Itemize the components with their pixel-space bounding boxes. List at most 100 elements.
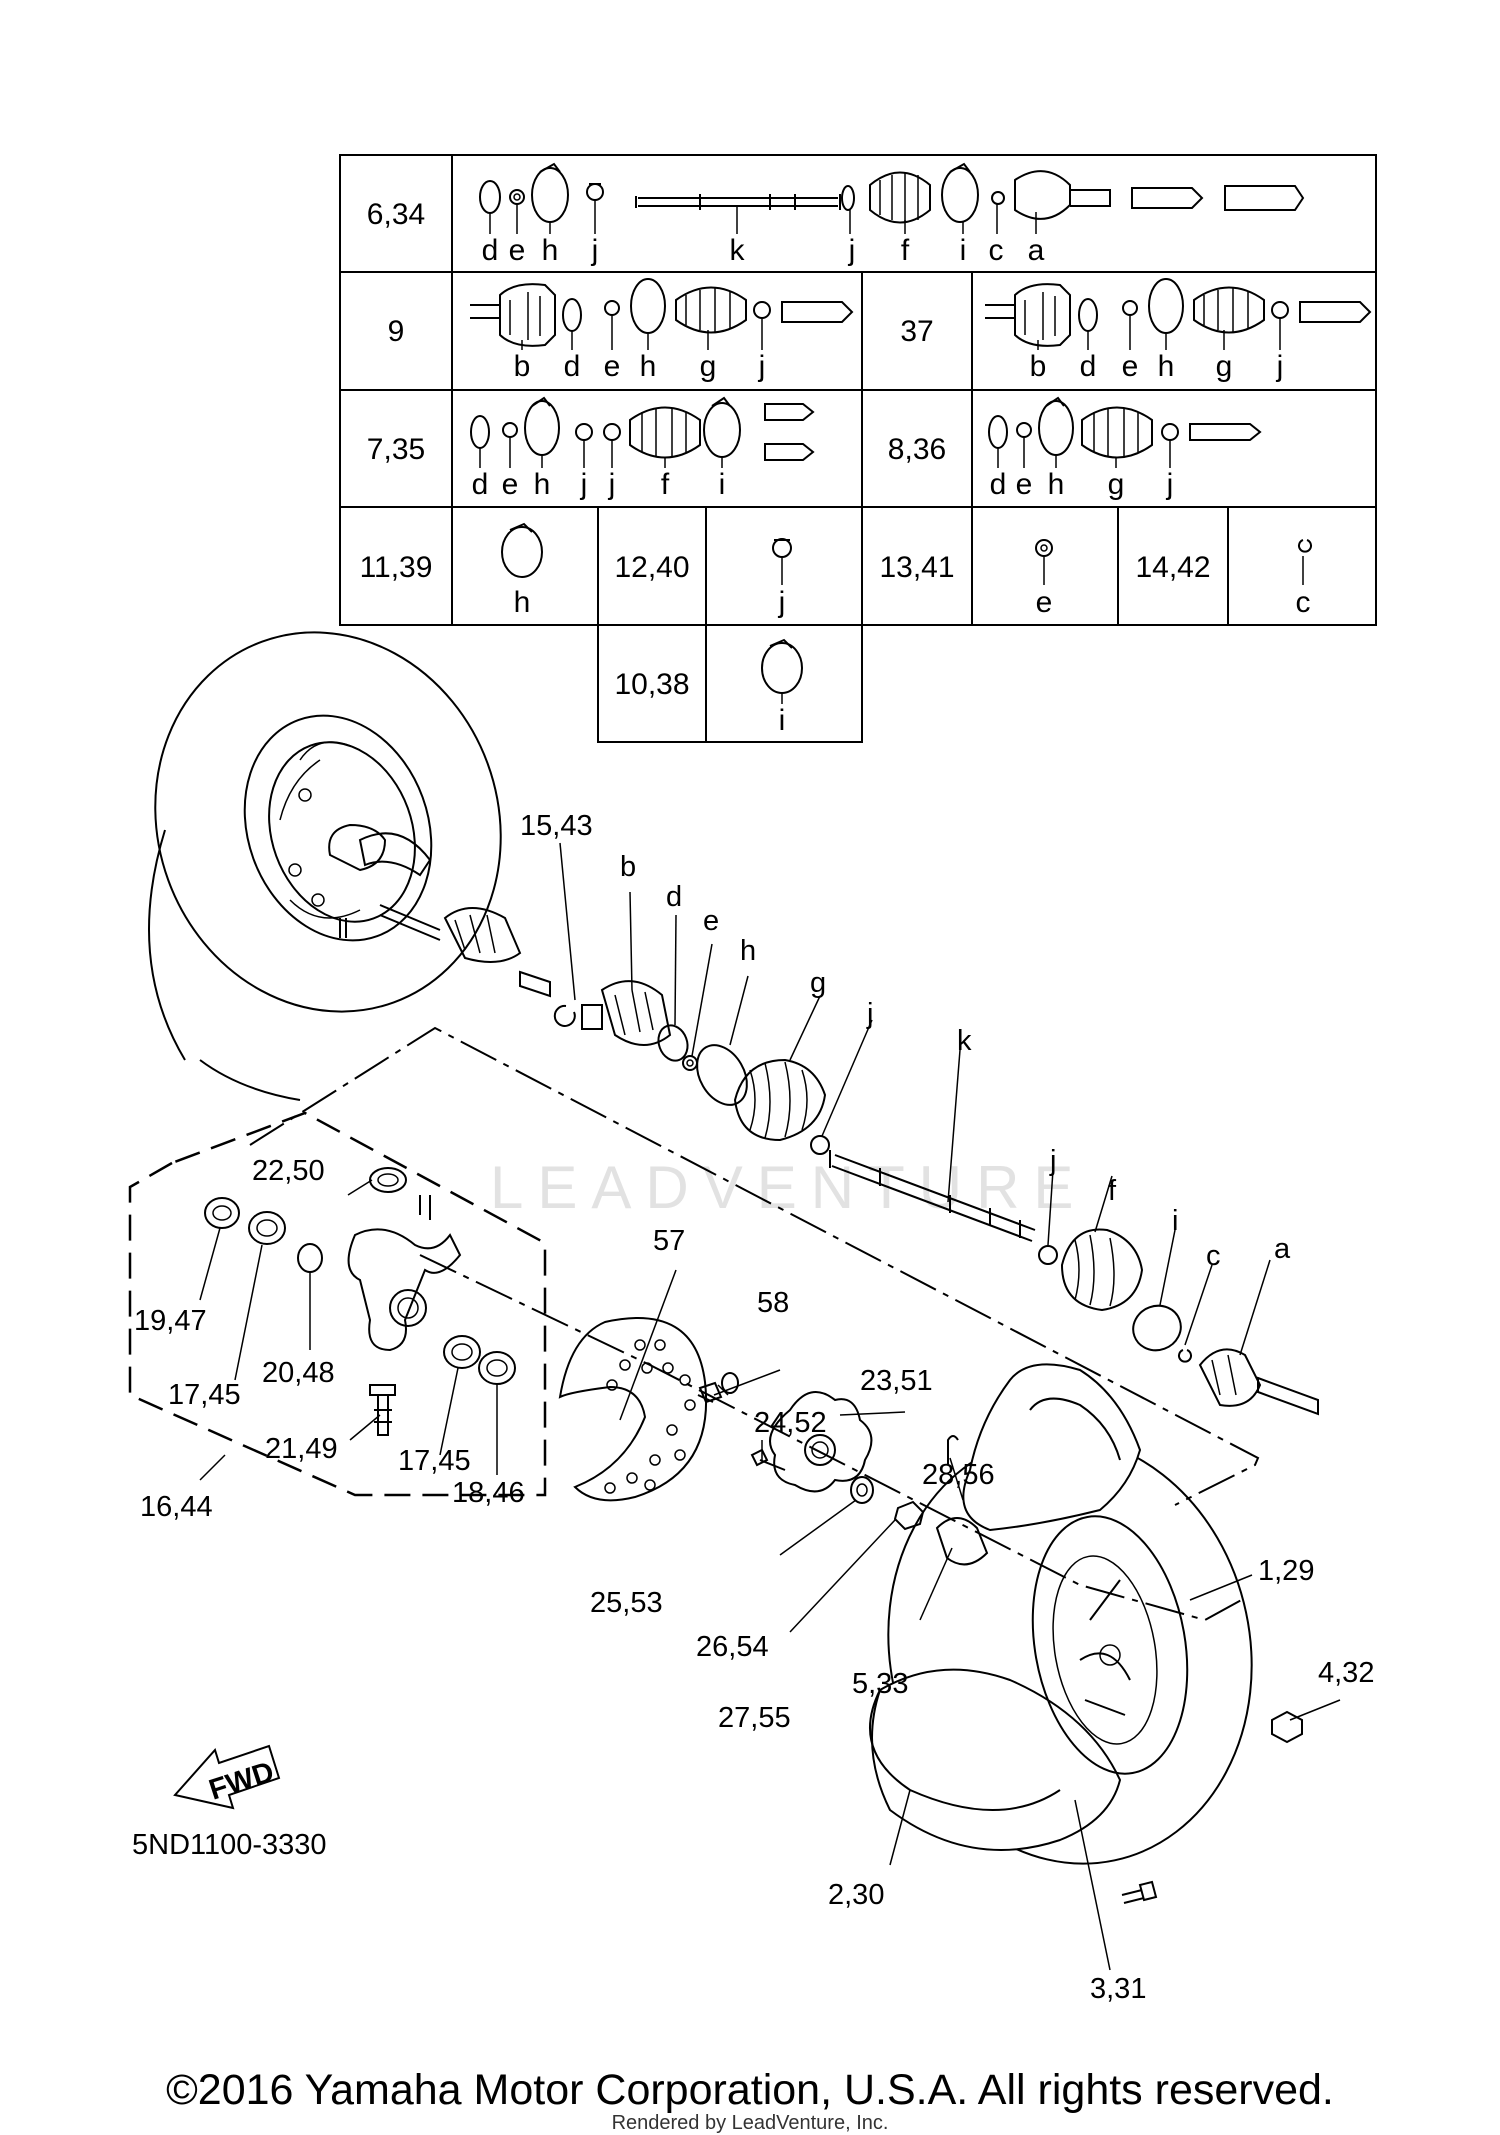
callout-e: e <box>703 905 719 937</box>
kit-row4-letter-e: e <box>1036 586 1053 619</box>
kit-row4-letter-j: j <box>778 586 786 619</box>
hub-drawing <box>769 1391 989 1566</box>
kit-row2-letter-h: h <box>640 350 657 383</box>
kit-row-9-parts <box>470 278 854 347</box>
callout-25-53: 25,53 <box>590 1587 663 1619</box>
fwd-arrow: FWD <box>173 1744 281 1810</box>
callout-j2: j <box>1049 1145 1056 1177</box>
kit-row-8-36-parts <box>988 396 1262 459</box>
rendered-by-credit: Rendered by LeadVenture, Inc. <box>611 2112 889 2134</box>
kit-ref-10-38: 10,38 <box>614 668 689 701</box>
kit-row1-letter-j: j <box>591 234 599 267</box>
kit-row3r-letter-e: e <box>1016 468 1033 501</box>
callout-23-51: 23,51 <box>860 1365 933 1397</box>
callout-h: h <box>740 935 756 967</box>
callout-17-45-left: 17,45 <box>168 1379 241 1411</box>
copyright-notice: ©2016 Yamaha Motor Corporation, U.S.A. A… <box>166 2066 1334 2114</box>
callout-k: k <box>957 1025 972 1057</box>
kit-row2-letter-g: g <box>700 350 717 383</box>
kit-row2r-letter-h: h <box>1158 350 1175 383</box>
kit-row-37-parts <box>985 278 1372 347</box>
callout-27-55: 27,55 <box>718 1702 791 1734</box>
cv-axle-drawing <box>553 980 1319 1416</box>
kit-ref-9: 9 <box>388 315 405 348</box>
callout-4-32: 4,32 <box>1318 1657 1374 1689</box>
kit-row-7-35-parts <box>470 396 815 461</box>
kit-ref-14-42: 14,42 <box>1135 551 1210 584</box>
kit-row2r-letter-g: g <box>1216 350 1233 383</box>
callout-d: d <box>666 881 682 913</box>
brake-disc-drawing <box>558 1317 708 1502</box>
kit-row3-letter-e: e <box>502 468 519 501</box>
kit-row3-letter-j2: j <box>608 468 616 501</box>
kit-row3-letter-f: f <box>661 468 670 501</box>
diagram-code: 5ND1100-3330 <box>132 1829 327 1861</box>
callout-f: f <box>1108 1175 1117 1207</box>
kit-row-6-34-parts <box>479 162 1305 224</box>
axle-centerline <box>249 1026 1260 1506</box>
kit-row1-letter-d: d <box>482 234 499 267</box>
kit-ref-7-35: 7,35 <box>367 433 425 466</box>
bolt-58-drawing <box>697 1381 723 1404</box>
leader-lines <box>199 842 1341 1971</box>
callout-3-31: 3,31 <box>1090 1973 1146 2005</box>
callout-c: c <box>1206 1240 1221 1272</box>
callout-28-56: 28,56 <box>922 1459 995 1491</box>
kit-row2r-letter-b: b <box>1030 350 1047 383</box>
callout-19-47: 19,47 <box>134 1305 207 1337</box>
kit-ref-13-41: 13,41 <box>879 551 954 584</box>
kit-row4-letter-h: h <box>514 586 531 619</box>
callout-b: b <box>620 851 636 883</box>
callout-24-52: 24,52 <box>754 1407 827 1439</box>
right-wheel-drawing <box>869 1363 1303 1904</box>
fwd-label: FWD <box>205 1756 278 1807</box>
callout-17-45-right: 17,45 <box>398 1445 471 1477</box>
kit-row5-letter-i: i <box>779 704 786 737</box>
kit-row1-letter-e: e <box>509 234 526 267</box>
kit-row1-letter-f: f <box>901 234 910 267</box>
callout-16-44: 16,44 <box>140 1491 213 1523</box>
left-wheel-drawing <box>148 631 551 1101</box>
kit-row3r-letter-h: h <box>1048 468 1065 501</box>
kit-row1-letter-h: h <box>542 234 559 267</box>
kit-ref-12-40: 12,40 <box>614 551 689 584</box>
kit-row3r-letter-j: j <box>1166 468 1174 501</box>
callout-i: i <box>1172 1205 1178 1237</box>
kit-row2r-letter-j: j <box>1276 350 1284 383</box>
callout-20-48: 20,48 <box>262 1357 335 1389</box>
kit-row3-letter-d: d <box>472 468 489 501</box>
callout-57: 57 <box>653 1225 685 1257</box>
watermark-text: LEADVENTURE <box>490 1154 1087 1221</box>
callout-5-33: 5,33 <box>852 1668 908 1700</box>
kit-row2-letter-j: j <box>758 350 766 383</box>
kit-row3r-letter-g: g <box>1108 468 1125 501</box>
callout-15-43: 15,43 <box>520 810 593 842</box>
kit-row2-letter-b: b <box>514 350 531 383</box>
kit-row3r-letter-d: d <box>990 468 1007 501</box>
callout-a: a <box>1274 1233 1291 1265</box>
kit-row2-letter-d: d <box>564 350 581 383</box>
kit-row3-letter-j: j <box>580 468 588 501</box>
callout-58: 58 <box>757 1287 789 1319</box>
kit-row1-letter-k: k <box>730 234 746 267</box>
kit-row1-letter-a: a <box>1028 234 1045 267</box>
callout-2-30: 2,30 <box>828 1879 884 1911</box>
kit-ref-6-34: 6,34 <box>367 198 425 231</box>
kit-row3-letter-i: i <box>719 468 726 501</box>
oring-25-53-drawing <box>721 1372 739 1394</box>
callout-26-54: 26,54 <box>696 1631 769 1663</box>
kit-row1-letter-j2: j <box>848 234 856 267</box>
kit-ref-11-39: 11,39 <box>360 551 433 584</box>
callout-22-50: 22,50 <box>252 1155 325 1187</box>
callout-1-29: 1,29 <box>1258 1555 1314 1587</box>
kit-row3-letter-h: h <box>534 468 551 501</box>
callout-g: g <box>810 967 826 999</box>
kit-ref-37: 37 <box>900 315 933 348</box>
bolt-24-52-drawing <box>750 1448 786 1471</box>
kit-row1-letter-i: i <box>960 234 967 267</box>
kit-row4-letter-c: c <box>1296 586 1311 619</box>
hub-centerline <box>419 1254 1246 1622</box>
kit-ref-8-36: 8,36 <box>888 433 946 466</box>
kit-table: 6,34 9 37 7,35 8,36 11,39 12,40 13,41 14… <box>339 154 1377 743</box>
